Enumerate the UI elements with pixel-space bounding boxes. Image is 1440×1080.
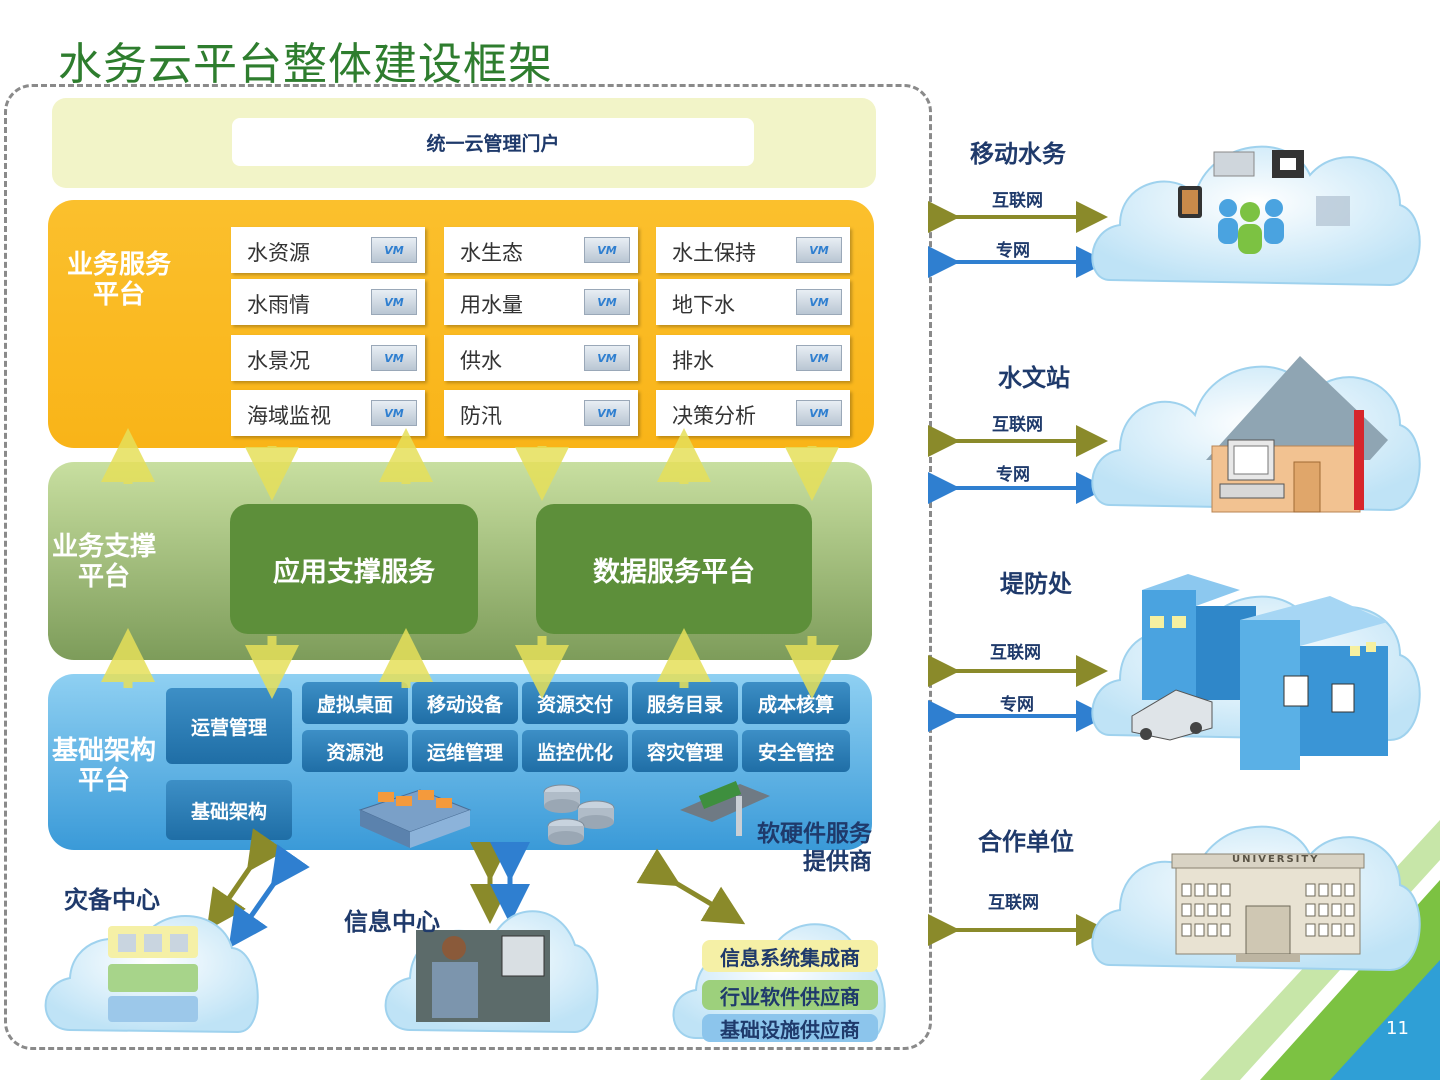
infra-function-box[interactable]: 监控优化: [522, 730, 628, 772]
university-building-icon: [1171, 853, 1365, 962]
service-item[interactable]: 用水量 VM: [444, 279, 638, 325]
internet-label: 互联网: [990, 643, 1041, 663]
site-partner-units: 合作单位: [978, 828, 1074, 856]
vm-icon: VM: [584, 345, 630, 371]
service-item-label: 供水: [460, 349, 502, 373]
service-item[interactable]: 水雨情 VM: [231, 279, 425, 325]
vm-icon: VM: [796, 345, 842, 371]
house-icon: [1206, 356, 1388, 513]
service-item-label: 水生态: [460, 241, 523, 265]
service-item-label: 海域监视: [247, 404, 331, 428]
university-sign: UNIVERSITY: [1232, 854, 1320, 865]
infra-function-box[interactable]: 虚拟桌面: [302, 682, 408, 724]
site-mobile-water: 移动水务: [970, 140, 1066, 168]
private-net-label: 专网: [996, 465, 1030, 485]
info-center-label: 信息中心: [344, 908, 440, 936]
service-item[interactable]: 排水 VM: [656, 335, 850, 381]
service-item-label: 用水量: [460, 293, 523, 317]
service-item[interactable]: 水景况 VM: [231, 335, 425, 381]
service-item-label: 水雨情: [247, 293, 310, 317]
site-hydrology-station: 水文站: [998, 364, 1070, 392]
vm-icon: VM: [371, 345, 417, 371]
service-item[interactable]: 海域监视 VM: [231, 390, 425, 436]
service-item-label: 排水: [672, 349, 714, 373]
vm-icon: VM: [371, 289, 417, 315]
backup-vm-icons: [108, 926, 198, 1022]
vm-icon: VM: [371, 400, 417, 426]
internet-label: 互联网: [992, 415, 1043, 435]
disaster-center-label: 灾备中心: [64, 886, 160, 914]
internet-label: 互联网: [988, 893, 1039, 913]
service-item[interactable]: 地下水 VM: [656, 279, 850, 325]
service-item[interactable]: 防汛 VM: [444, 390, 638, 436]
data-service-platform[interactable]: 数据服务平台: [536, 504, 812, 634]
operator-workstation-icon: [416, 930, 550, 1022]
site-link-arrows: [928, 201, 1108, 946]
private-net-label: 专网: [996, 241, 1030, 261]
infra-function-box[interactable]: 运维管理: [412, 730, 518, 772]
operations-management-box[interactable]: 运营管理: [166, 688, 292, 764]
infrastructure-title: 基础架构平台: [51, 736, 156, 796]
service-item[interactable]: 水生态 VM: [444, 227, 638, 273]
vm-icon: VM: [796, 400, 842, 426]
service-item-label: 水资源: [247, 241, 310, 265]
site-embankment-office: 堤防处: [1000, 570, 1072, 598]
network-card-icon: [680, 781, 770, 836]
page-number: 11: [1386, 1018, 1409, 1039]
infra-function-box[interactable]: 安全管控: [742, 730, 850, 772]
service-item-label: 地下水: [672, 293, 735, 317]
infra-function-box[interactable]: 资源池: [302, 730, 408, 772]
service-item[interactable]: 供水 VM: [444, 335, 638, 381]
unified-cloud-portal[interactable]: 统一云管理门户: [232, 118, 754, 166]
vm-icon: VM: [371, 237, 417, 263]
office-building-icon: [1131, 574, 1388, 770]
provider-title: 软硬件服务提供商: [757, 821, 872, 875]
system-integrator-box[interactable]: 信息系统集成商: [702, 940, 878, 972]
users-network-icon: [1178, 150, 1350, 254]
infra-function-box[interactable]: 服务目录: [632, 682, 738, 724]
private-net-label: 专网: [1000, 695, 1034, 715]
app-support-service[interactable]: 应用支撑服务: [230, 504, 478, 634]
service-item-label: 决策分析: [672, 404, 756, 428]
infra-function-box[interactable]: 容灾管理: [632, 730, 738, 772]
service-item[interactable]: 水土保持 VM: [656, 227, 850, 273]
page-title: 水务云平台整体建设框架: [58, 39, 553, 90]
infra-function-box[interactable]: 移动设备: [412, 682, 518, 724]
business-service-title: 业务服务平台: [66, 250, 171, 310]
service-item-label: 防汛: [460, 404, 502, 428]
software-vendor-box[interactable]: 行业软件供应商: [702, 980, 878, 1010]
vm-icon: VM: [796, 237, 842, 263]
bottom-link-arrows: [206, 828, 746, 949]
vm-icon: VM: [584, 237, 630, 263]
service-item-label: 水景况: [247, 349, 310, 373]
vm-icon: VM: [796, 289, 842, 315]
server-rack-icon: [358, 789, 472, 848]
storage-disk-icon: [543, 784, 615, 845]
platform-frame: [4, 84, 932, 1050]
infra-function-box[interactable]: 资源交付: [522, 682, 628, 724]
business-support-title: 业务支撑平台: [51, 532, 156, 592]
internet-label: 互联网: [992, 191, 1043, 211]
service-item-label: 水土保持: [672, 241, 756, 265]
infrastructure-vendor-box[interactable]: 基础设施供应商: [702, 1014, 878, 1042]
vm-icon: VM: [584, 400, 630, 426]
vm-icon: VM: [584, 289, 630, 315]
layer-arrows: [101, 428, 839, 699]
service-item[interactable]: 水资源 VM: [231, 227, 425, 273]
